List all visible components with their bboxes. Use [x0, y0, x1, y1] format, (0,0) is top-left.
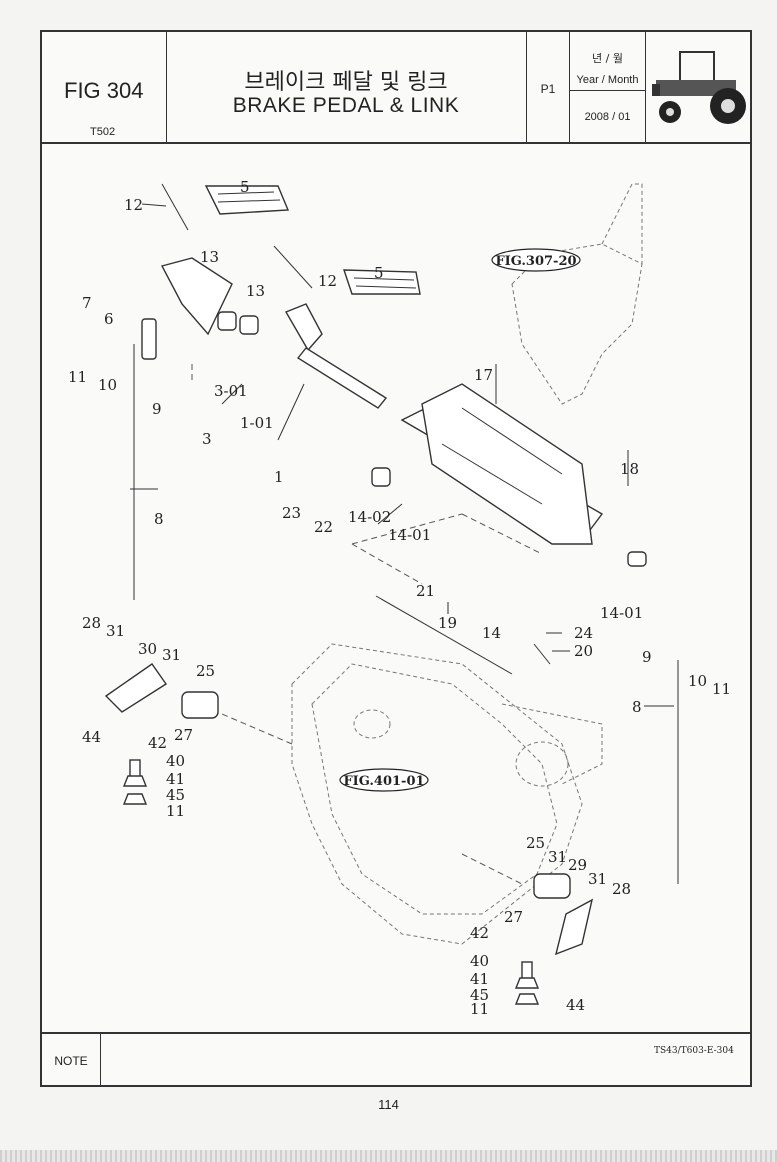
- transmission-housing-outline: [291, 643, 603, 945]
- callout-18: 18: [620, 460, 639, 478]
- page-ref: P1: [540, 82, 556, 96]
- scan-edge: [0, 1150, 777, 1162]
- page-ref-cell: P1: [527, 32, 570, 142]
- springs: [161, 183, 551, 665]
- page-number: 114: [378, 1097, 399, 1112]
- callout-22: 22: [314, 518, 333, 536]
- callout-11: 11: [68, 368, 87, 386]
- callout-19: 19: [438, 614, 457, 632]
- callout-5: 5: [240, 178, 250, 196]
- callout-23: 23: [282, 504, 301, 522]
- callout-31: 31: [548, 848, 567, 866]
- callout-31: 31: [162, 646, 181, 664]
- figure-reference-upper: FIG.307-20: [491, 248, 581, 272]
- fig-ref-label: FIG.307-20: [495, 254, 576, 269]
- callout-6: 6: [104, 310, 114, 328]
- callout-1: 1: [274, 468, 284, 486]
- brake-arm-left: [104, 663, 219, 805]
- callout-14-01: 14-01: [388, 526, 431, 544]
- callout-8: 8: [632, 698, 642, 716]
- guide-lines: [191, 364, 543, 885]
- parts-sheet: FIG 304 T502 브레이크 페달 및 링크 BRAKE PEDAL & …: [40, 30, 752, 1087]
- header-block: FIG 304 T502 브레이크 페달 및 링크 BRAKE PEDAL & …: [42, 32, 750, 144]
- callout-13: 13: [246, 282, 265, 300]
- figure-reference-lower: FIG.401-01: [339, 768, 429, 792]
- callout-13: 13: [200, 248, 219, 266]
- title-english: BRAKE PEDAL & LINK: [232, 94, 460, 117]
- brake-bracket: [421, 383, 593, 545]
- callout-41: 41: [166, 770, 185, 788]
- note-label: NOTE: [42, 1034, 101, 1087]
- callout-numbers: 5 5 12 12 13 13 7 6 11 10 9 3-01 3 1-01 …: [68, 178, 731, 1018]
- drawing-code: TS43/T603-E-304: [654, 1046, 734, 1056]
- callout-12: 12: [318, 272, 337, 290]
- callout-29: 29: [568, 856, 587, 874]
- exploded-diagram: 5 5 12 12 13 13 7 6 11 10 9 3-01 3 1-01 …: [68, 178, 731, 1018]
- callout-30: 30: [138, 640, 157, 658]
- leader-lines: [130, 203, 674, 707]
- callout-28: 28: [612, 880, 631, 898]
- callout-10: 10: [98, 376, 117, 394]
- model-code: T502: [90, 126, 116, 138]
- callout-27: 27: [174, 726, 193, 744]
- callout-40: 40: [166, 752, 185, 770]
- callout-1-01: 1-01: [240, 414, 274, 432]
- date-cell: 년 / 월 Year / Month 2008 / 01: [570, 32, 646, 142]
- callout-31: 31: [588, 870, 607, 888]
- callout-14: 14: [482, 624, 501, 642]
- callout-3-01: 3-01: [214, 382, 248, 400]
- callout-24: 24: [574, 624, 593, 642]
- callout-28: 28: [82, 614, 101, 632]
- callout-8: 8: [154, 510, 164, 528]
- callout-20: 20: [574, 642, 593, 660]
- tractor-thumbnail: [646, 32, 750, 142]
- callout-31: 31: [106, 622, 125, 640]
- upper-frame-outline: [511, 183, 643, 405]
- brake-pedal-right: [284, 269, 421, 352]
- callout-14-02: 14-02: [348, 508, 391, 526]
- callout-14-01: 14-01: [600, 604, 643, 622]
- title-korean: 브레이크 페달 및 링크: [244, 70, 448, 95]
- callout-5: 5: [374, 264, 384, 282]
- callout-9: 9: [152, 400, 162, 418]
- figure-number: FIG 304: [64, 78, 144, 103]
- brake-pedal-left: [141, 185, 290, 360]
- callout-25: 25: [526, 834, 545, 852]
- callout-42: 42: [470, 924, 489, 942]
- callout-27: 27: [504, 908, 523, 926]
- callout-9: 9: [642, 648, 652, 666]
- callout-3: 3: [202, 430, 212, 448]
- tractor-icon: [652, 51, 746, 124]
- fig-cell: FIG 304 T502: [42, 32, 167, 142]
- callout-41: 41: [470, 970, 489, 988]
- callout-7: 7: [82, 294, 92, 312]
- title-cell: 브레이크 페달 및 링크 BRAKE PEDAL & LINK: [167, 32, 527, 142]
- brake-rods: [133, 344, 679, 884]
- callout-11: 11: [712, 680, 731, 698]
- date-header-korean: 년 / 월: [592, 52, 623, 65]
- callout-17: 17: [474, 366, 493, 384]
- callout-45: 45: [470, 986, 489, 1004]
- callout-45: 45: [166, 786, 185, 804]
- callout-11: 11: [166, 802, 185, 820]
- callout-21: 21: [416, 582, 435, 600]
- callout-44: 44: [566, 996, 585, 1014]
- fig-ref-label: FIG.401-01: [343, 774, 424, 789]
- callout-42: 42: [148, 734, 167, 752]
- callout-11: 11: [470, 1000, 489, 1018]
- callout-40: 40: [470, 952, 489, 970]
- callout-10: 10: [688, 672, 707, 690]
- callout-12: 12: [124, 196, 143, 214]
- callout-25: 25: [196, 662, 215, 680]
- note-row: NOTE: [42, 1032, 750, 1087]
- callout-44: 44: [82, 728, 101, 746]
- date-header-english: Year / Month: [576, 74, 639, 86]
- brake-arm-right: [514, 873, 594, 1005]
- date-value: 2008 / 01: [584, 111, 631, 123]
